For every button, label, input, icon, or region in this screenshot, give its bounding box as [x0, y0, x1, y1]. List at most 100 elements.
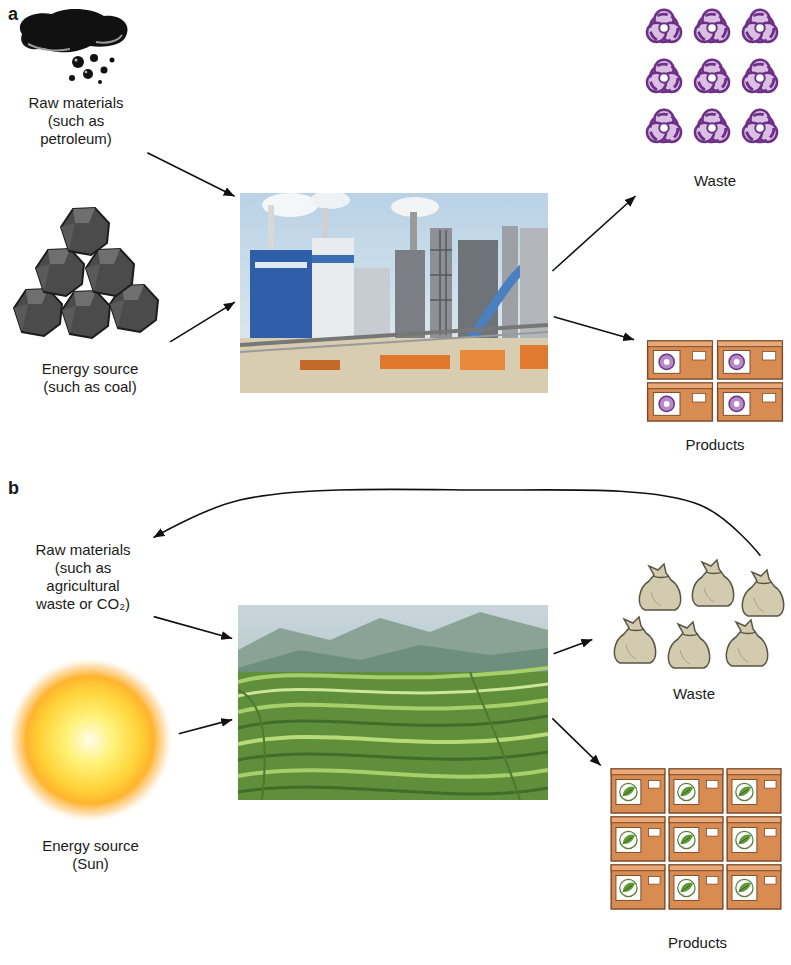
biohazard-symbols [647, 10, 681, 42]
product-boxes [611, 817, 665, 861]
waste-bags [742, 570, 783, 616]
energy-source-item: Energy source (Sun) [8, 660, 173, 875]
terrace-photo [238, 690, 265, 800]
coal-icon [62, 291, 110, 338]
panel-label: a [8, 4, 18, 24]
factory-photo [250, 250, 312, 338]
petroleum-icon [101, 67, 108, 74]
products-item: Products [640, 334, 790, 456]
petroleum-icon [20, 9, 128, 52]
product-boxes [648, 383, 713, 421]
terrace-photo [238, 605, 548, 800]
factory-photo [520, 228, 548, 338]
biohazard-symbols [647, 110, 681, 142]
product-boxes [727, 769, 781, 813]
biohazard-symbols [695, 60, 729, 92]
factory-photo [380, 355, 450, 369]
terrace-photo [238, 668, 548, 682]
product-boxes [648, 341, 783, 421]
petroleum-icon [98, 80, 102, 84]
product-boxes [648, 341, 713, 379]
flow-arrow [552, 196, 635, 271]
flow-arrow [554, 640, 593, 654]
factory-photo [240, 193, 548, 393]
node-label: Energy source (such as coal) [34, 360, 146, 396]
factory-photo [395, 250, 425, 338]
petroleum-icon [110, 58, 115, 63]
factory-photo [255, 262, 307, 268]
waste-bags [692, 560, 733, 606]
node-label: Products [668, 934, 727, 952]
waste-bags [668, 622, 709, 668]
factory-photo [240, 332, 548, 352]
factory-photo [430, 230, 452, 335]
terrace-photo [238, 700, 548, 712]
flow-arrow [170, 302, 235, 342]
terrace-photo [238, 684, 548, 696]
panel-label: b [8, 478, 19, 498]
biohazard-symbols [647, 60, 681, 92]
factory-photo [268, 205, 274, 255]
node-label: Raw materials (such as petroleum) [20, 94, 132, 148]
terrace-photo [238, 787, 548, 794]
coal-icon [36, 249, 84, 296]
waste-item: Waste [598, 555, 790, 705]
product-boxes [718, 341, 783, 379]
terrace-photo [470, 672, 520, 800]
flow-arrow [147, 153, 234, 197]
petroleum-icon [96, 35, 122, 43]
factory-photo [240, 338, 548, 393]
farm-photo-box [238, 605, 548, 800]
terrace-photo [238, 672, 548, 800]
petroleum-icon [20, 9, 128, 84]
raw-material-item: Raw materials (such as agricultural wast… [18, 515, 148, 615]
factory-photo [520, 345, 548, 369]
waste-bags [726, 620, 767, 666]
biohazard-symbols [647, 10, 777, 142]
coal-icon [14, 289, 62, 336]
biohazard-symbols [695, 110, 729, 142]
raw-material-item: Raw materials (such as petroleum) [10, 8, 142, 150]
waste-bags [639, 564, 680, 610]
node-label: Raw materials (such as agricultural wast… [27, 541, 139, 613]
product-boxes [669, 769, 723, 813]
flow-arrow [554, 317, 634, 340]
coal-icon [61, 208, 109, 255]
flow-arrow [552, 718, 600, 765]
biohazard-symbols [743, 60, 777, 92]
petroleum-icon [28, 44, 70, 50]
node-label: Energy source (Sun) [36, 837, 146, 873]
node-label: Waste [673, 685, 715, 703]
products-item: Products [605, 762, 790, 954]
factory-photo [312, 255, 354, 263]
terrace-photo [238, 716, 548, 728]
sun-icon [8, 658, 172, 822]
petroleum-icon [69, 75, 75, 81]
energy-source-item: Energy source (such as coal) [15, 202, 165, 398]
product-boxes [669, 865, 723, 909]
node-label: Products [685, 436, 744, 454]
factory-photo [460, 350, 505, 370]
factory-photo-box [240, 193, 548, 393]
waste-bags [614, 560, 783, 668]
flow-arrow [154, 489, 761, 555]
biohazard-symbols [743, 110, 777, 142]
sun-icon [8, 658, 172, 822]
waste-bags [614, 617, 655, 663]
petroleum-icon [85, 71, 88, 74]
petroleum-icon [72, 56, 84, 68]
product-boxes [727, 817, 781, 861]
terrace-photo [238, 770, 548, 777]
factory-photo [430, 228, 452, 338]
flow-arrow [179, 720, 232, 734]
factory-photo [300, 360, 340, 370]
petroleum-icon [75, 59, 78, 62]
terrace-photo [238, 752, 548, 760]
product-boxes [718, 383, 783, 421]
biohazard-symbols [743, 10, 777, 42]
petroleum-icon [83, 69, 93, 79]
waste-item: Waste [640, 2, 790, 192]
